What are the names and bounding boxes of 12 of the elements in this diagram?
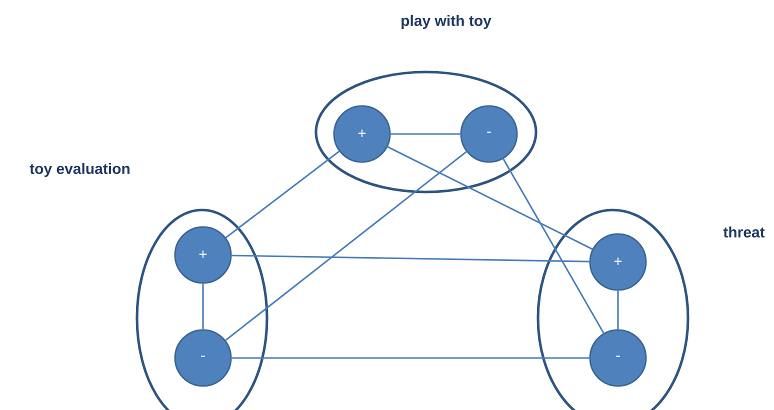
connector-line [502, 158, 604, 334]
group-heading: threat [723, 226, 765, 238]
connector-line [202, 284, 204, 330]
group-heading: toy evaluation [30, 163, 130, 177]
connector-line [387, 146, 593, 250]
connector-line [225, 151, 467, 341]
connector-line [617, 290, 619, 330]
connector-line [390, 133, 460, 135]
group-heading: play with toy [402, 15, 492, 29]
connector-line [225, 150, 340, 238]
connector-line [232, 254, 590, 262]
connector-line [232, 357, 590, 359]
